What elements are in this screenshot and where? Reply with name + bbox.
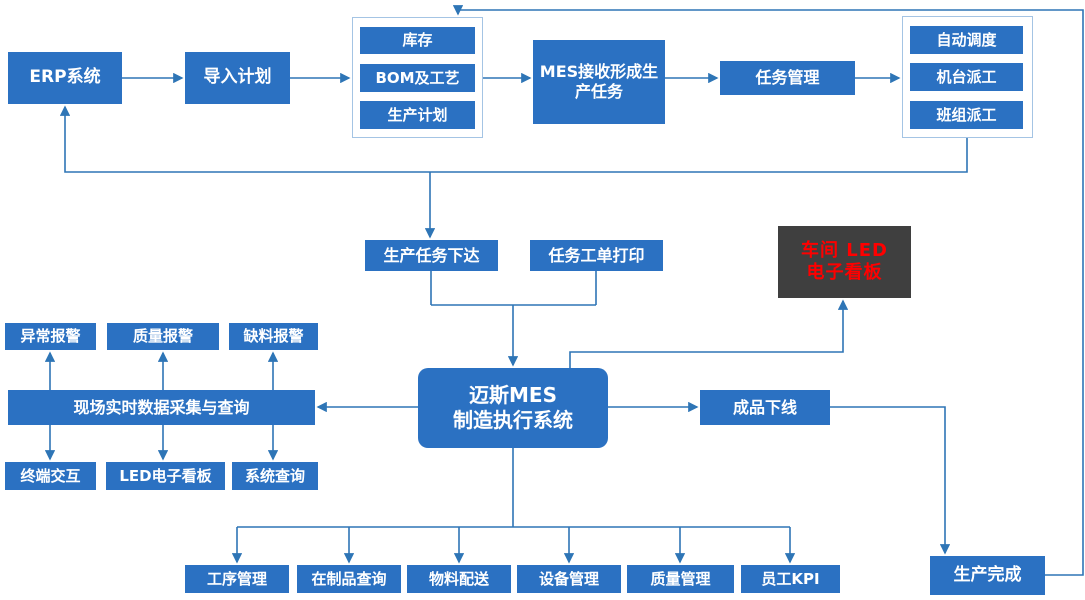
machine-dispatch-box: 机台派工 — [910, 63, 1023, 91]
quality-alarm-box: 质量报警 — [107, 323, 219, 350]
bom-process-box: BOM及工艺 — [360, 64, 475, 92]
employee-kpi-box: 员工KPI — [741, 565, 840, 593]
auto-schedule-box: 自动调度 — [910, 26, 1023, 54]
connector-mes-core-to-led-board — [569, 299, 849, 368]
equipment-mgmt-box: 设备管理 — [517, 565, 621, 593]
workshop-led-board: 车间 LED 电子看板 — [778, 226, 911, 298]
realtime-data-collect-box: 现场实时数据采集与查询 — [8, 390, 315, 425]
shortage-alarm-box: 缺料报警 — [229, 323, 318, 350]
quality-mgmt-box: 质量管理 — [627, 565, 734, 593]
material-delivery-box: 物料配送 — [407, 565, 511, 593]
abnormal-alarm-box: 异常报警 — [5, 323, 96, 350]
task-management-box: 任务管理 — [720, 61, 855, 95]
team-dispatch-box: 班组派工 — [910, 101, 1023, 129]
erp-system-box: ERP系统 — [8, 52, 122, 104]
wip-query-box: 在制品查询 — [297, 565, 401, 593]
led-screen-box: LED电子看板 — [106, 462, 225, 490]
terminal-interaction-box: 终端交互 — [5, 462, 96, 490]
connector-finished-to-complete — [830, 406, 951, 555]
process-mgmt-box: 工序管理 — [185, 565, 289, 593]
task-issue-box: 生产任务下达 — [365, 240, 498, 271]
finished-offline-box: 成品下线 — [700, 390, 830, 425]
production-plan-box: 生产计划 — [360, 101, 475, 129]
production-complete-box: 生产完成 — [930, 556, 1045, 595]
inventory-box: 库存 — [360, 27, 475, 54]
mes-core-box: 迈斯MES 制造执行系统 — [418, 368, 608, 448]
system-query-box: 系统查询 — [232, 462, 318, 490]
import-plan-box: 导入计划 — [185, 52, 290, 104]
mes-receive-task-box: MES接收形成生产任务 — [533, 40, 665, 124]
workorder-print-box: 任务工单打印 — [530, 240, 663, 271]
connector-dispatch-feedback-to-erp — [59, 105, 968, 173]
